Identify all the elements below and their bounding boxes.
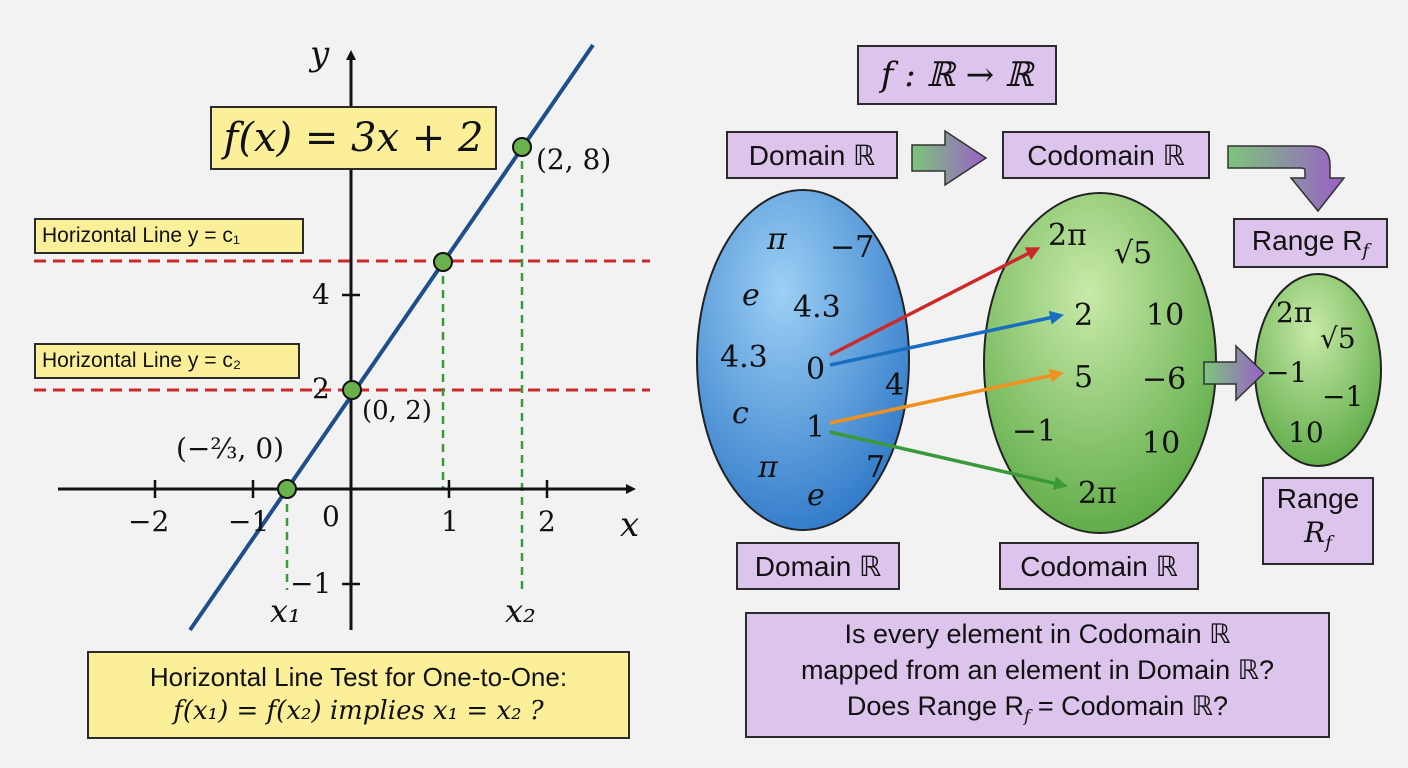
formula-text: f(x) = 3x + 2 — [223, 115, 484, 161]
domain-el-pi1: π — [767, 222, 787, 257]
domain-el-e1: e — [742, 278, 760, 313]
range-el-2pi: 2π — [1276, 296, 1313, 329]
x-tick-2: 2 — [538, 505, 556, 538]
hline-c1-label: Horizontal Line y = c₁ — [34, 218, 304, 254]
label-point-0-2: (0, 2) — [362, 396, 432, 426]
codomain-top-text: Codomain ℝ — [1027, 139, 1185, 171]
codomain-el-5: 5 — [1074, 360, 1094, 395]
x-tick-0: 0 — [322, 500, 340, 533]
arrow-1-to-2pi — [829, 430, 1068, 491]
x-tick-neg2: −2 — [128, 505, 170, 538]
question-line2: mapped from an element in Domain ℝ? — [800, 654, 1275, 685]
range-el-neg1b: −1 — [1322, 380, 1364, 413]
test-line1: Horizontal Line Test for One-to-One: — [149, 662, 568, 692]
x-tick-neg1: −1 — [228, 505, 270, 538]
domain-el-4p3b: 4.3 — [720, 340, 768, 375]
codomain-el-10a: 10 — [1146, 298, 1185, 333]
codomain-el-neg6: −6 — [1142, 362, 1187, 397]
range-top-main: Range R — [1251, 224, 1363, 256]
block-arrow-codomain-ellipse-to-range — [1203, 344, 1266, 402]
domain-el-7: 7 — [866, 450, 886, 485]
range-top-text: Range Rf — [1252, 225, 1369, 262]
point-0-2 — [342, 380, 362, 400]
codomain-bottom-text: Codomain ℝ — [1020, 550, 1178, 582]
domain-el-1: 1 — [806, 410, 826, 445]
codomain-top-label: Codomain ℝ — [1002, 131, 1210, 179]
y-tick-2: 2 — [312, 372, 330, 405]
formula-box: f(x) = 3x + 2 — [210, 106, 497, 170]
question-line3: Does Range Rf = Codomain ℝ? — [847, 688, 1228, 734]
domain-el-4: 4 — [885, 368, 905, 403]
domain-el-e2: e — [807, 478, 825, 513]
question-line3-start: Does Range R — [846, 690, 1025, 721]
question-line3-end: = Codomain ℝ? — [1030, 690, 1229, 721]
point-root — [277, 479, 297, 499]
range-el-neg1a: −1 — [1266, 356, 1308, 389]
hline-c1-text: Horizontal Line y = c₁ — [42, 224, 240, 247]
codomain-bottom-label: Codomain ℝ — [999, 542, 1199, 590]
domain-el-neg7: −7 — [830, 230, 875, 265]
x-tick-marks — [153, 480, 549, 498]
domain-el-pi2: π — [758, 450, 778, 485]
block-arrow-codomain-to-range — [1227, 145, 1346, 213]
x2-label: x₂ — [505, 592, 536, 630]
y-tick-4: 4 — [312, 278, 330, 311]
mapping-title-box: f : ℝ → ℝ — [857, 45, 1057, 105]
arrow-0-to-2 — [829, 310, 1064, 367]
range-top-sub: f — [1362, 240, 1370, 262]
axis-x-label: x — [620, 505, 640, 545]
codomain-el-2: 2 — [1074, 298, 1094, 333]
mapping-title: f : ℝ → ℝ — [880, 55, 1034, 95]
hline-c2-text: Horizontal Line y = c₂ — [42, 349, 241, 372]
question-sub: f — [1024, 706, 1031, 727]
label-point-2-8: (2, 8) — [536, 143, 612, 176]
x-tick-1: 1 — [441, 505, 459, 538]
range-el-10: 10 — [1288, 416, 1324, 449]
domain-bottom-text: Domain ℝ — [754, 550, 882, 582]
point-2-8 — [512, 137, 532, 157]
range-el-sqrt5: √5 — [1320, 322, 1356, 355]
x1-label: x₁ — [270, 592, 301, 630]
domain-el-0: 0 — [806, 352, 826, 387]
domain-el-4p3a: 4.3 — [793, 290, 841, 325]
axis-y-label: y — [310, 34, 330, 74]
test-box: Horizontal Line Test for One-to-One: f(x… — [87, 651, 630, 739]
question-line1: Is every element in Codomain ℝ — [844, 618, 1231, 649]
range-bottom-label: Range Rf — [1262, 477, 1374, 565]
domain-top-text: Domain ℝ — [748, 139, 876, 171]
block-arrow-domain-to-codomain — [911, 129, 988, 187]
range-top-label: Range Rf — [1233, 218, 1388, 268]
domain-bottom-label: Domain ℝ — [736, 542, 900, 590]
test-line2: f(x₁) = f(x₂) implies x₁ = x₂ ? — [173, 696, 544, 726]
range-bottom-sub: f — [1325, 532, 1332, 554]
range-bottom-line2: R — [1304, 515, 1326, 549]
arrow-1-to-5 — [829, 368, 1064, 425]
range-bottom-line2-wrap: Rf — [1304, 516, 1332, 561]
point-intersect-c1 — [433, 252, 453, 272]
codomain-el-neg1: −1 — [1012, 414, 1057, 449]
y-tick-neg1: −1 — [290, 567, 332, 600]
codomain-el-2pi-a: 2π — [1048, 218, 1087, 253]
domain-ellipse — [696, 189, 910, 531]
codomain-el-2pi-b: 2π — [1078, 476, 1117, 511]
domain-el-c: c — [732, 396, 749, 431]
hline-c2-label: Horizontal Line y = c₂ — [34, 343, 300, 379]
label-point-root: (−⅔, 0) — [176, 432, 285, 465]
question-box: Is every element in Codomain ℝ mapped fr… — [745, 612, 1330, 738]
codomain-el-sqrt5: √5 — [1114, 236, 1153, 271]
domain-top-label: Domain ℝ — [726, 131, 898, 179]
arrow-0-to-2pi — [829, 247, 1041, 357]
range-bottom-line1: Range — [1276, 482, 1360, 514]
codomain-el-10b: 10 — [1142, 426, 1181, 461]
